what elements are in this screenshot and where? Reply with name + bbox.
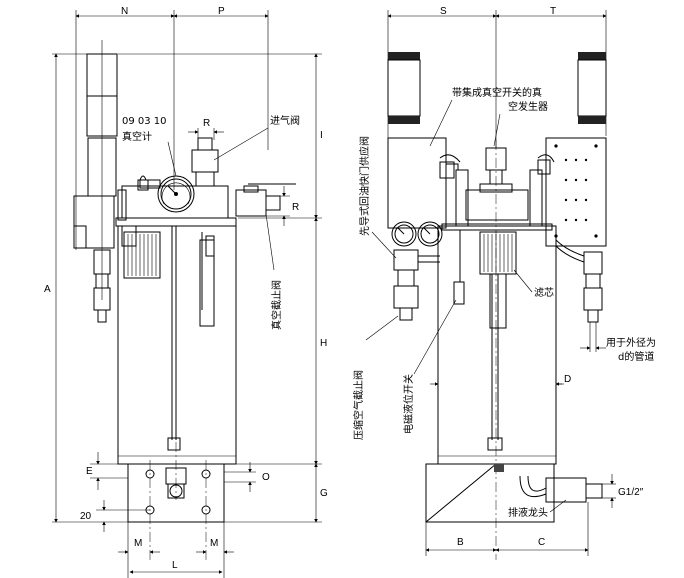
dim-R-side: R [292, 202, 299, 213]
dim-T: T [550, 6, 556, 17]
left-view: N P [44, 6, 328, 578]
label-drain-tap: 排液龙头 [508, 506, 548, 519]
dim-20: 20 [80, 511, 92, 522]
dim-N: N [121, 6, 128, 17]
dim-M-right: M [210, 538, 218, 549]
dim-A: A [44, 284, 51, 295]
dim-H: H [320, 338, 327, 349]
dim-O: O [262, 472, 270, 483]
dim-M-left: M [134, 538, 142, 549]
dim-D: D [564, 374, 571, 385]
dim-E: E [86, 466, 93, 477]
label-pilot-valve: 先导式回油快门供应阀 [358, 136, 371, 236]
label-pipe-line1: 用于外径为 [606, 336, 656, 349]
dim-G: G [320, 488, 328, 499]
label-vacuum-shutoff-valve: 真空截止阀 [270, 280, 283, 330]
label-level-switch: 电磁液位开关 [402, 374, 415, 434]
dim-R-top: R [203, 118, 210, 129]
dim-P: P [218, 6, 225, 17]
label-vacuum-gauge: 真空计 [122, 130, 152, 143]
dim-pipe-thread: G1/2″ [618, 487, 644, 498]
label-filter-element: 滤芯 [534, 286, 554, 299]
label-air-inlet-valve: 进气阀 [270, 114, 300, 127]
dim-L: L [172, 560, 178, 571]
label-vacuum-generator-line1: 带集成真空开关的真 [452, 86, 542, 99]
dim-S: S [440, 6, 447, 17]
dim-C: C [538, 537, 545, 548]
label-compressed-air-valve: 压缩空气截止阀 [352, 370, 365, 440]
dim-I: I [320, 130, 323, 141]
label-gauge-reading: 09 03 10 [122, 116, 167, 127]
right-view: S T [352, 6, 656, 560]
label-vacuum-generator-line2: 空发生器 [508, 100, 548, 113]
dim-B: B [457, 537, 464, 548]
label-pipe-line2: d的管道 [618, 350, 654, 363]
